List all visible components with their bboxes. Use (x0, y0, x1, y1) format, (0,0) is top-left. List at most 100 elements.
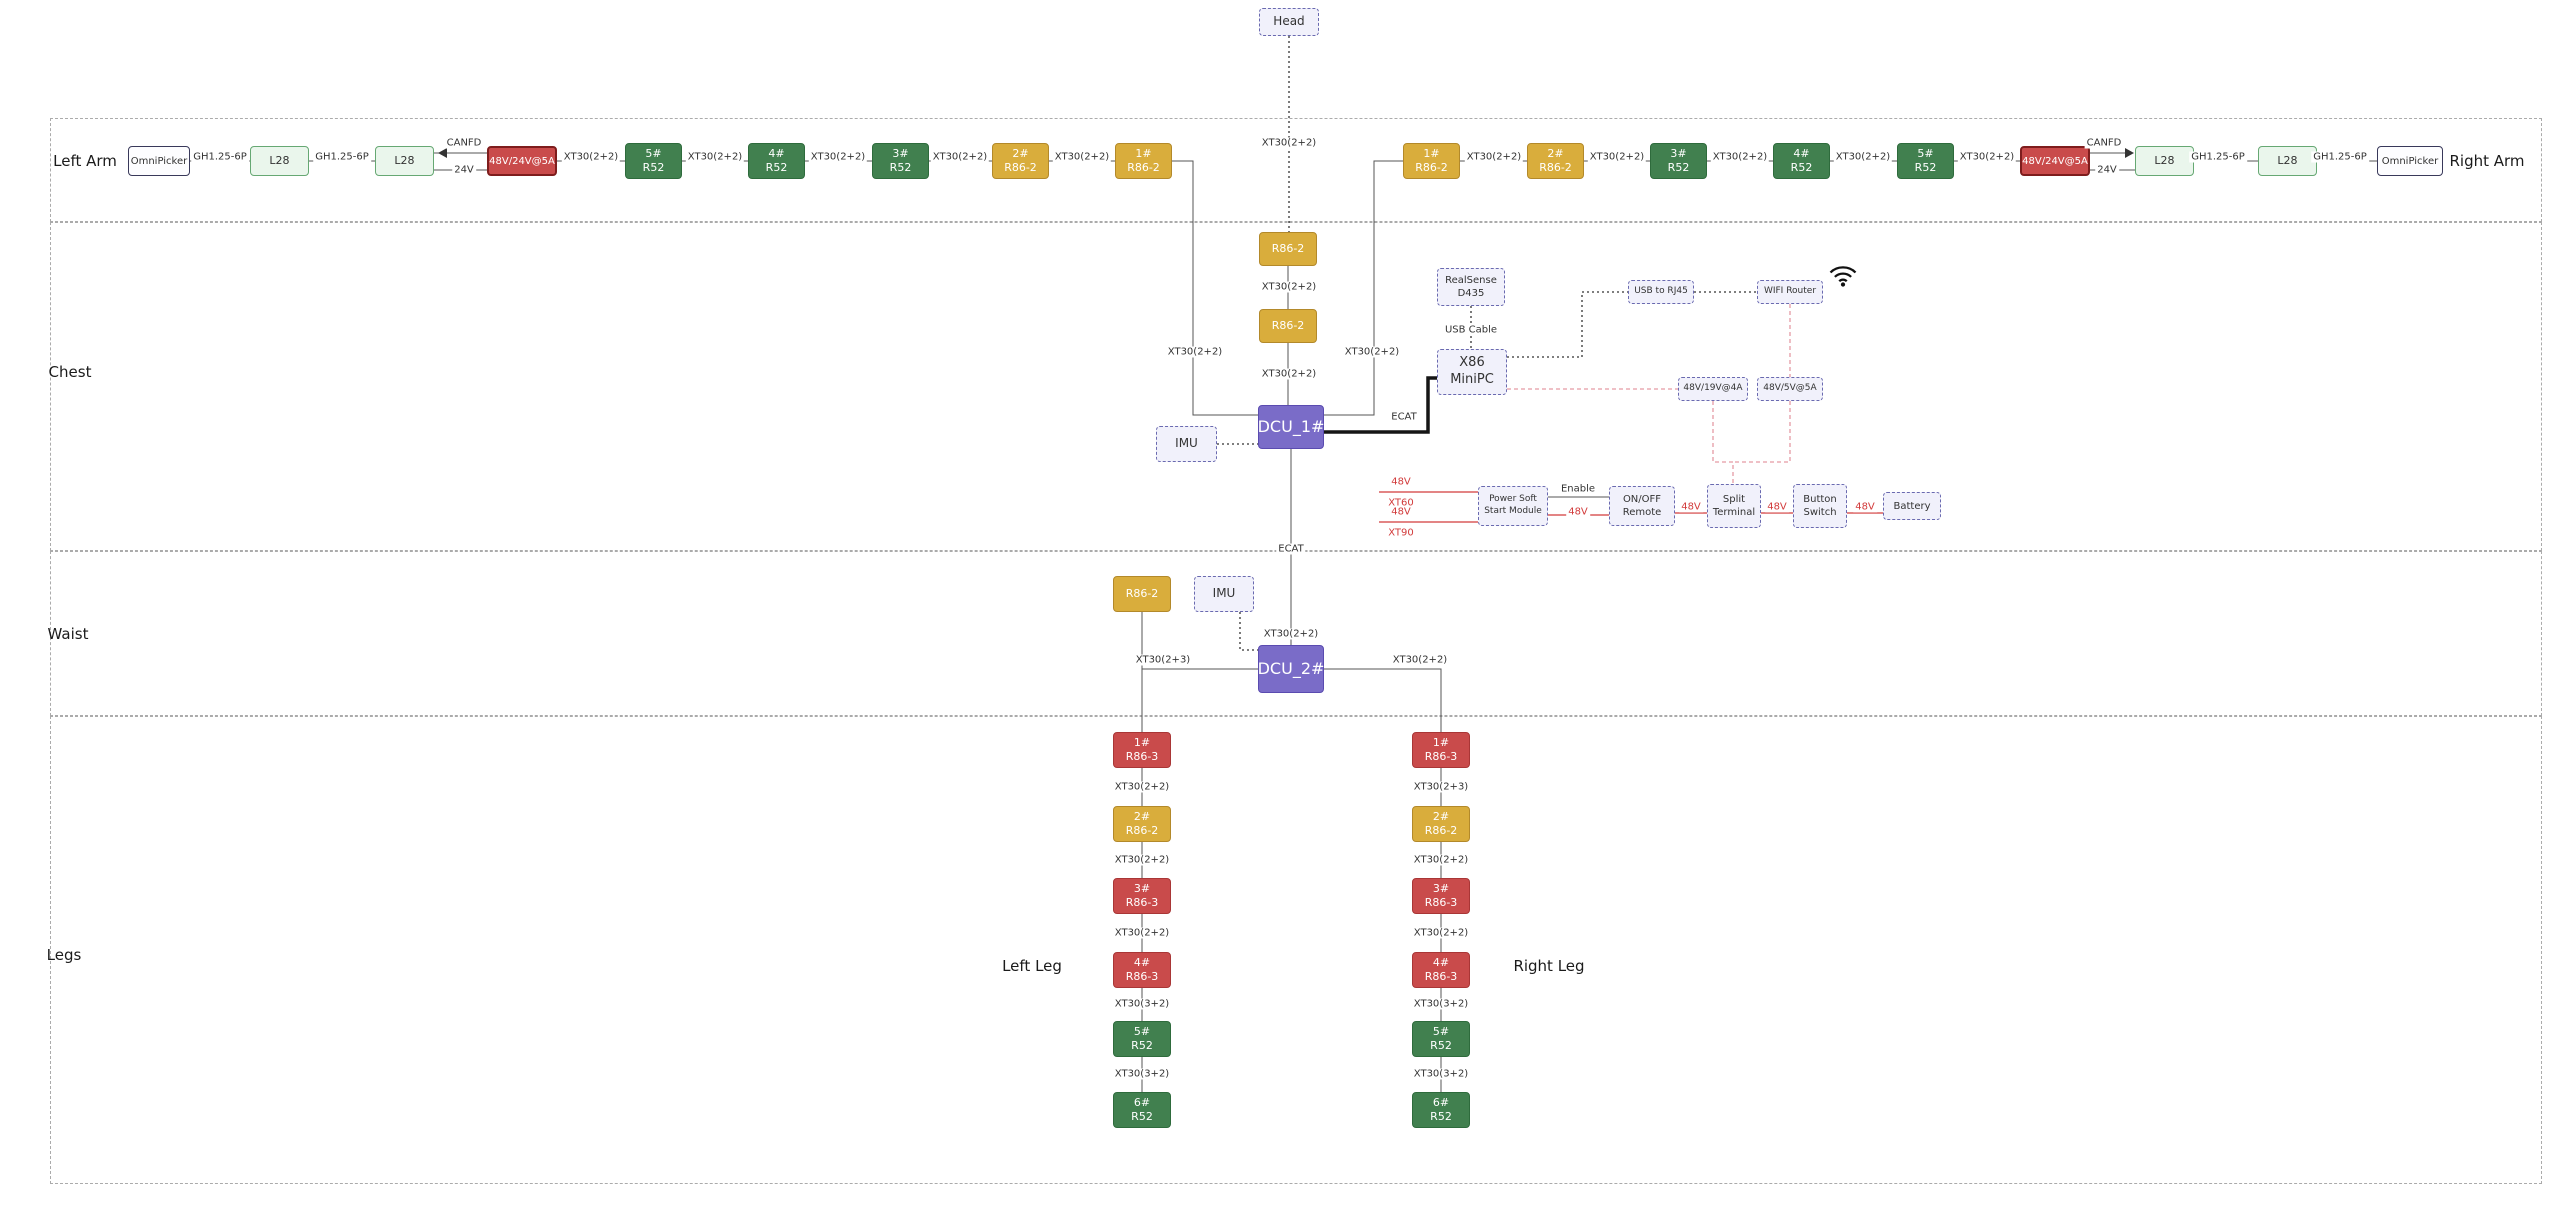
connector-label: XT30(2+2) (1259, 281, 1319, 293)
connector-label: XT30(2+2) (1710, 151, 1770, 163)
connector-label: GH1.25-6P (313, 151, 371, 163)
node-text: R86-2 (1424, 824, 1458, 837)
connector-label: XT60 (1386, 497, 1416, 509)
node-text: R86-2 (1125, 586, 1159, 600)
section-label-right-leg: Right Leg (1513, 957, 1585, 975)
node-text: R86-2 (1127, 161, 1160, 174)
node-text: USB to RJ45 (1634, 286, 1688, 297)
connector-label: XT30(2+2) (1390, 654, 1450, 666)
connector-label: 48V (1566, 506, 1590, 518)
wifi-icon (1828, 262, 1858, 292)
connector-label: GH1.25-6P (2189, 151, 2247, 163)
node-left-arm-psu-48v-24v: 48V/24V@5A (487, 146, 557, 176)
node-text: 2# (1012, 146, 1029, 160)
node-text: R86-2 (1415, 161, 1448, 174)
section-label-chest: Chest (48, 363, 92, 381)
node-text: R52 (1790, 161, 1813, 174)
node-text: R52 (889, 161, 912, 174)
node-left-arm-omnipicker: OmniPicker (128, 146, 190, 176)
node-text: D435 (1457, 288, 1485, 299)
connector-label: XT30(2+2) (1464, 151, 1524, 163)
connector-line (1324, 668, 1442, 732)
connector-label: GH1.25-6P (2311, 151, 2369, 163)
node-text: 1# (1135, 146, 1152, 160)
connector-label: Enable (1558, 483, 1598, 495)
connector-label: CANFD (444, 137, 484, 149)
node-head: Head (1259, 8, 1319, 36)
node-text: L28 (269, 153, 290, 167)
node-text: R52 (1914, 161, 1937, 174)
connector-label: XT30(2+2) (1411, 854, 1471, 866)
node-text: R86-3 (1125, 750, 1159, 763)
node-right-arm-r52-4: 4#R52 (1773, 143, 1830, 179)
node-text: R52 (1131, 1110, 1153, 1123)
connector-label: XT30(2+3) (1133, 654, 1193, 666)
node-left-leg-5-r52: 5#R52 (1113, 1021, 1171, 1057)
section-label-left-arm: Left Arm (53, 152, 117, 170)
section-label-left-leg: Left Leg (1002, 957, 1062, 975)
node-text: R86-2 (1271, 318, 1305, 332)
node-text: R86-2 (1271, 241, 1305, 255)
node-text: Battery (1893, 500, 1931, 512)
node-right-arm-r86-1: 1#R86-2 (1403, 143, 1460, 179)
node-left-leg-1-r86-3: 1#R86-3 (1113, 732, 1171, 768)
node-text: L28 (2277, 153, 2298, 167)
connector-label: CANFD (2084, 137, 2124, 149)
node-dcu-1: DCU_1# (1258, 405, 1324, 449)
node-psu-48v-19v: 48V/19V@4A (1678, 377, 1748, 401)
node-text: 1# (1423, 146, 1440, 160)
node-right-leg-5-r52: 5#R52 (1412, 1021, 1470, 1057)
node-text: Terminal (1712, 507, 1756, 518)
node-text: R52 (1430, 1110, 1452, 1123)
node-text: R86-2 (1125, 824, 1159, 837)
node-text: IMU (1175, 436, 1198, 451)
node-text: R86-2 (1539, 161, 1572, 174)
node-text: R52 (1131, 1039, 1153, 1052)
connector-label: XT30(2+2) (1112, 927, 1172, 939)
connector-line (1239, 612, 1258, 651)
connector-label: XT30(2+2) (561, 151, 621, 163)
connector-label: 48V (1765, 501, 1789, 513)
node-left-arm-r52-5: 5#R52 (625, 143, 682, 179)
node-right-arm-r86-2: 2#R86-2 (1527, 143, 1584, 179)
connector-label: XT30(2+2) (1833, 151, 1893, 163)
node-waist-r86: R86-2 (1113, 576, 1171, 612)
node-right-arm-l28-2: L28 (2258, 146, 2317, 176)
node-battery: Battery (1883, 492, 1941, 520)
node-chest-r86-a: R86-2 (1259, 232, 1317, 266)
node-text: MiniPC (1450, 372, 1494, 387)
connector-label: XT30(2+2) (930, 151, 990, 163)
node-text: 4# (1432, 955, 1450, 969)
connector-label: 48V (1853, 501, 1877, 513)
connector-label: XT30(3+2) (1411, 1068, 1471, 1080)
node-text: 48V/5V@5A (1763, 383, 1817, 394)
node-right-leg-2-r86-2: 2#R86-2 (1412, 806, 1470, 842)
node-right-arm-r52-5: 5#R52 (1897, 143, 1954, 179)
connector-line (1324, 376, 1437, 434)
node-text: 48V/24V@5A (489, 155, 555, 167)
connector-label: XT30(3+2) (1112, 998, 1172, 1010)
connector-label: XT30(2+2) (808, 151, 868, 163)
node-text: R86-3 (1424, 896, 1458, 909)
connector-line (1172, 160, 1258, 416)
node-text: Head (1273, 14, 1305, 29)
connector-label: USB Cable (1442, 324, 1500, 336)
arrowhead-icon (438, 148, 447, 158)
node-text: 5# (1432, 1024, 1450, 1038)
node-left-arm-r52-4: 4#R52 (748, 143, 805, 179)
node-text: OmniPicker (130, 155, 188, 167)
connector-label: XT30(2+2) (1259, 368, 1319, 380)
connector-label: XT30(2+2) (1261, 628, 1321, 640)
node-text: 5# (1917, 146, 1934, 160)
node-text: OmniPicker (2381, 155, 2439, 167)
node-text: R86-2 (1004, 161, 1037, 174)
connector-label: XT30(3+2) (1112, 1068, 1172, 1080)
connector-label: XT30(2+2) (1957, 151, 2017, 163)
node-text: R52 (765, 161, 788, 174)
